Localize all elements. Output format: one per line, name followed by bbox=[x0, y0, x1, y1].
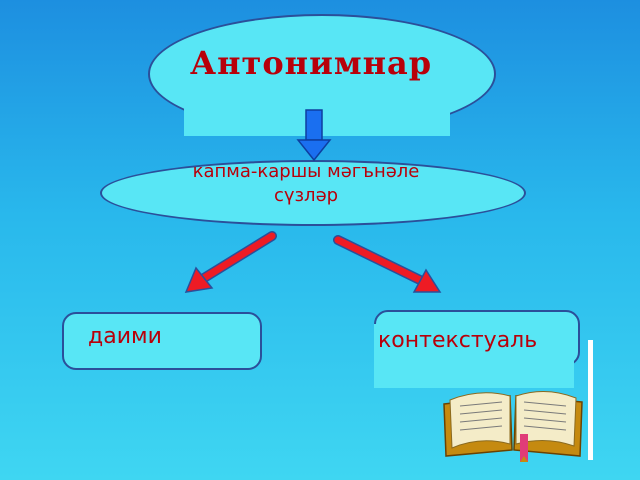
arrow-left-down-icon bbox=[184, 231, 277, 293]
definition-node bbox=[100, 160, 526, 226]
type-box-permanent bbox=[62, 312, 262, 370]
type-label-permanent: даими bbox=[88, 324, 162, 349]
open-book-icon bbox=[443, 391, 583, 462]
arrow-right-down-icon bbox=[333, 235, 442, 293]
type-label-contextual: контекстуаль bbox=[378, 328, 538, 353]
type-label-contextual-bg bbox=[374, 324, 574, 388]
down-arrow-icon bbox=[296, 109, 332, 162]
divider-bar bbox=[588, 340, 593, 460]
definition-label: капма-каршы мәгънәле сүзләр bbox=[192, 161, 420, 206]
root-label: Антонимнар bbox=[190, 44, 433, 82]
